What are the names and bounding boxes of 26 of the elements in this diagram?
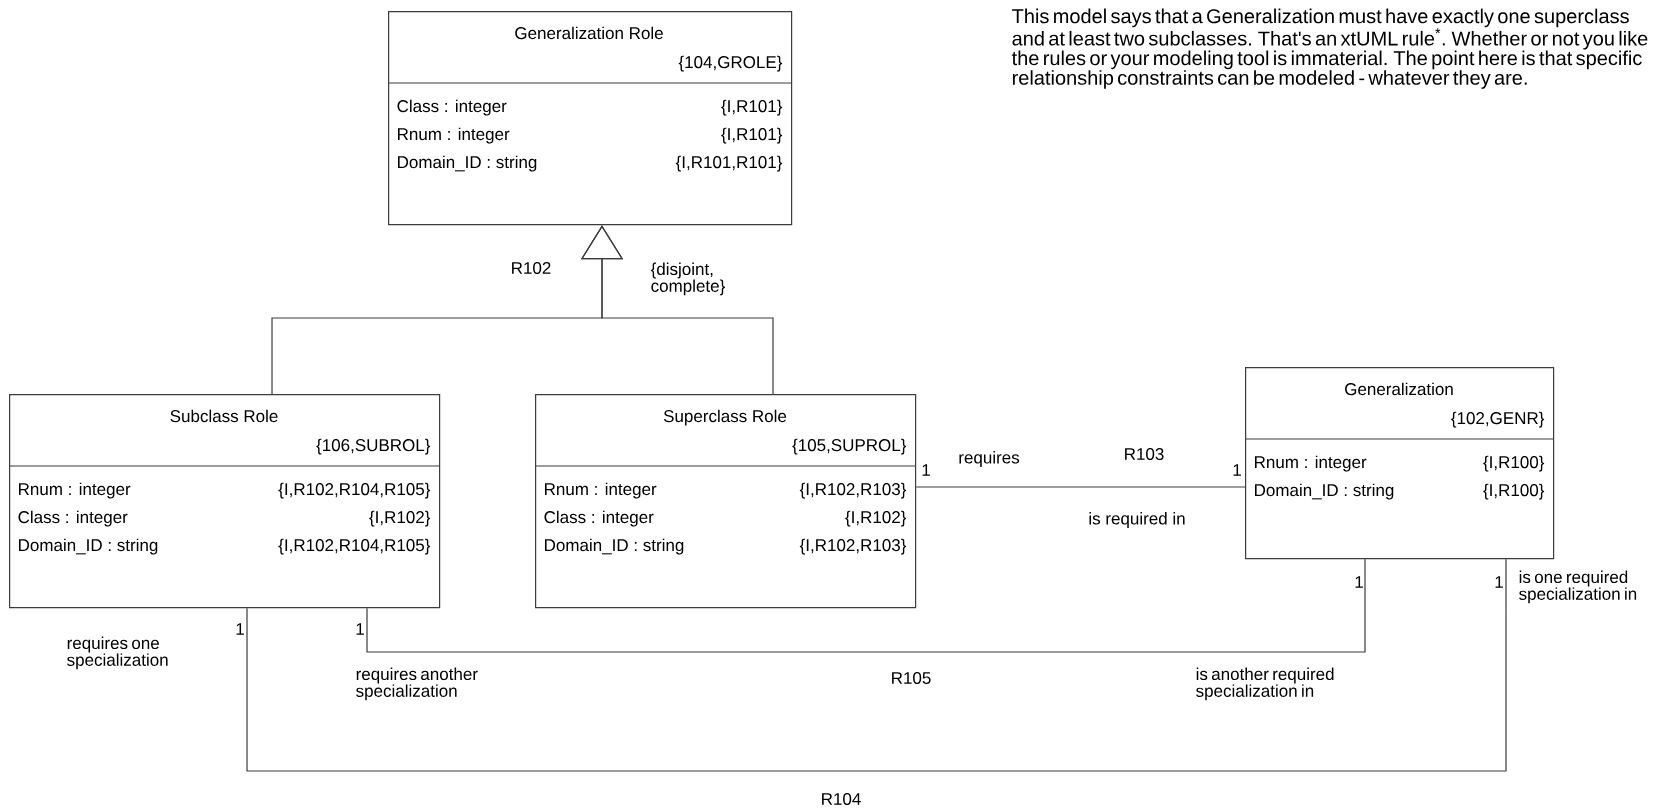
association-line xyxy=(246,558,1507,772)
class-box: Generalization Role {104,GROLE} Class : integer {I,R101} Rnum : integer {I,R101} Domain_ID : string {I,R101,R101} xyxy=(387,11,793,226)
role-phrase: requires one specialization xyxy=(67,636,168,670)
multiplicity-mark: 1 xyxy=(1495,576,1503,588)
class-box: Generalization {102,GENR} Rnum : integer {I,R100} Domain_ID : string {I,R100} xyxy=(1244,367,1555,560)
association-line xyxy=(366,558,1366,653)
role-phrase: requires another specialization xyxy=(356,667,478,701)
edge-label: R104 xyxy=(819,791,863,806)
multiplicity-mark: 1 xyxy=(1355,576,1363,588)
multiplicity-mark: 1 xyxy=(1233,464,1241,476)
multiplicity-mark: 1 xyxy=(236,623,244,635)
edge-label: R102 xyxy=(509,261,553,275)
association-line xyxy=(580,225,774,395)
edge-label: R105 xyxy=(889,671,933,685)
role-phrase: is another required specialization in xyxy=(1196,667,1334,701)
multiplicity-mark: 1 xyxy=(356,623,364,635)
role-phrase: is required in xyxy=(1089,512,1185,528)
edge-label: R103 xyxy=(1122,447,1166,461)
association-line xyxy=(915,486,1246,488)
note-paragraph: This model says that a Generalization must have exactly one superclass and at least two subclasses. That's an xtUML rule$^{*}$. Whether or not you like the rules or your modeling tool is immaterial. The point here is that specific relationship constraints can be modeled - whatever they are. xyxy=(1011,8,1648,89)
role-phrase: requires xyxy=(959,451,1020,467)
class-box: Subclass Role {106,SUBROL} Rnum : integer {I,R102,R104,R105} Class : integer {I,R102} Domain_ID : string {I,R102,R104,R105} xyxy=(8,394,441,609)
role-phrase: is one required specialization in xyxy=(1519,570,1637,604)
multiplicity-mark: 1 xyxy=(922,464,930,476)
constraint-text: {disjoint, complete} xyxy=(650,262,725,296)
class-box: Superclass Role {105,SUPROL} Rnum : integer {I,R102,R103} Class : integer {I,R102} Domain_ID : string {I,R102,R103} xyxy=(534,394,917,609)
